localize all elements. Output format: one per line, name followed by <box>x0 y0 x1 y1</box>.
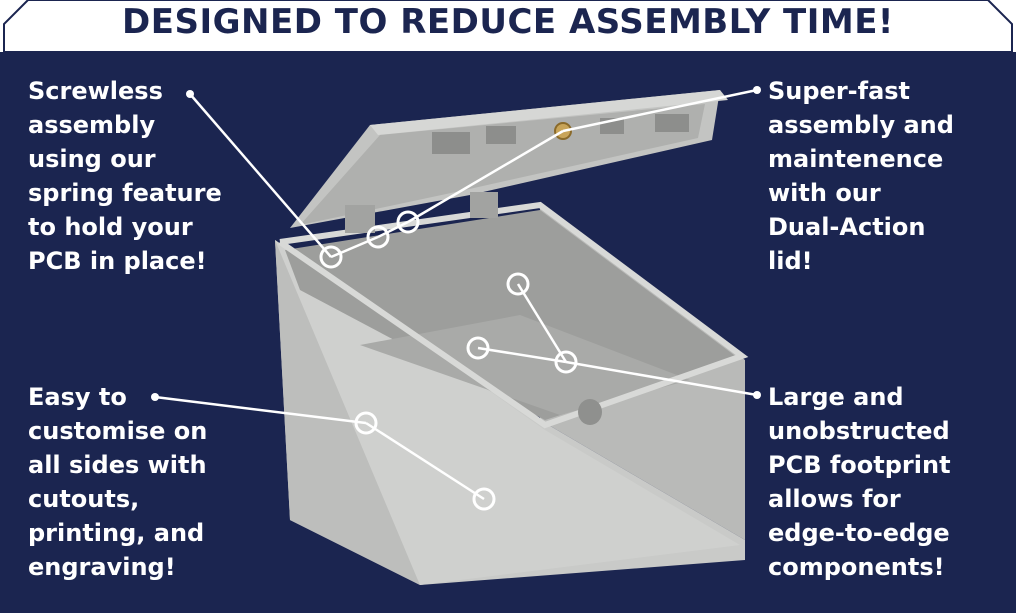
callout-dual-action-lid: Super-fast assembly and maintenence with… <box>768 74 954 278</box>
callout-line: components! <box>768 553 945 581</box>
marker-ring <box>319 245 343 269</box>
box-interior-floor <box>360 315 690 415</box>
callout-line: printing, and <box>28 519 205 547</box>
spring-clip <box>345 205 375 233</box>
marker-ring <box>354 411 378 435</box>
lid-slot <box>655 114 689 132</box>
callout-line: PCB in place! <box>28 247 207 275</box>
lid-slot <box>486 126 516 144</box>
callout-line: using our <box>28 145 156 173</box>
side-hole <box>578 399 602 425</box>
marker-ring <box>366 225 390 249</box>
callout-line: Easy to <box>28 383 127 411</box>
callout-pcb-footprint: Large and unobstructed PCB footprint all… <box>768 380 951 584</box>
marker-ring <box>506 272 530 296</box>
lid-inner <box>300 104 705 225</box>
callout-line: lid! <box>768 247 813 275</box>
callout-line: to hold your <box>28 213 193 241</box>
callout-line: cutouts, <box>28 485 140 513</box>
marker-ring <box>472 487 496 511</box>
marker-ring <box>396 210 420 234</box>
callout-line: unobstructed <box>768 417 950 445</box>
callout-line: Dual-Action <box>768 213 926 241</box>
callout-line: edge-to-edge <box>768 519 950 547</box>
callout-line: with our <box>768 179 881 207</box>
callout-line: allows for <box>768 485 901 513</box>
callout-customisation: Easy to customise on all sides with cuto… <box>28 380 207 584</box>
callout-screwless-assembly: Screwless assembly using our spring feat… <box>28 74 222 278</box>
box-rim <box>278 201 749 429</box>
callout-line: PCB footprint <box>768 451 951 479</box>
spring-clip <box>470 192 498 218</box>
callout-line: customise on <box>28 417 208 445</box>
callout-line: assembly and <box>768 111 954 139</box>
callout-line: Large and <box>768 383 904 411</box>
marker-ring <box>466 336 490 360</box>
page-title: DESIGNED TO REDUCE ASSEMBLY TIME! <box>122 2 894 42</box>
callout-line: maintenence <box>768 145 944 173</box>
lid-edge <box>370 90 728 135</box>
callout-line: Super-fast <box>768 77 911 105</box>
callout-line: all sides with <box>28 451 207 479</box>
title-banner <box>3 0 1013 53</box>
callout-line: assembly <box>28 111 156 139</box>
lid-slot <box>432 132 470 154</box>
callout-line: engraving! <box>28 553 176 581</box>
callout-line: spring feature <box>28 179 222 207</box>
callout-line: Screwless <box>28 77 163 105</box>
marker-ring <box>554 350 578 374</box>
